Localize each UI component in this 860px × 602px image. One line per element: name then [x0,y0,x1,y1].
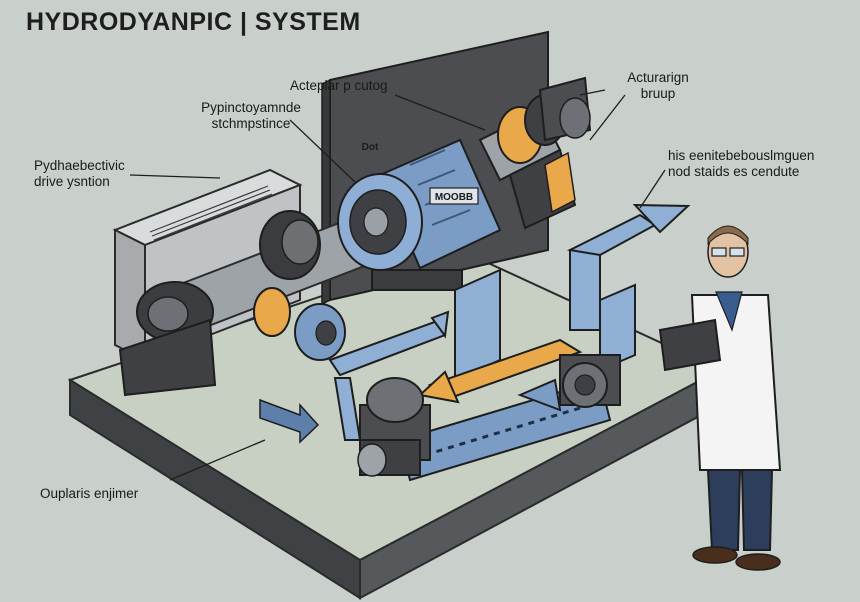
actuator-assembly [478,76,592,230]
label-flow-note-line1: his eenitebebouslmguen [668,148,815,163]
page-title: HYDRODYANPIC | SYSTEM [26,8,361,36]
main-motor: MOOBB Dot [337,138,502,291]
label-pump-assembly-line2: stchmpstince [211,116,291,131]
label-actuating-group: Acturarign bruup [618,70,698,102]
label-pump-assembly-line1: Pypinctoyamnde [201,100,301,115]
label-output-engine: Ouplaris enjimer [40,486,139,501]
label-actuating-group-line1: Acturarign [627,70,689,85]
gearbox-right [559,354,621,408]
motor-plate-tag: MOOBB [435,192,473,203]
main-shaft [118,213,382,397]
shaft-coupling [259,210,321,280]
leader-lines [129,89,666,481]
label-drive-system-line1: Pydhaebectivic [34,158,125,173]
label-drive-system: Pydhaebectivic drive ysntion [34,158,125,190]
amber-flow-arrow [417,338,583,404]
secondary-coupling [253,287,346,361]
label-actuating-group-line2: bruup [640,86,676,101]
engineer-figure [658,225,782,571]
gearbox-front [357,377,431,477]
hydraulic-flow-pipes [454,203,691,382]
label-flow-note-line2: nod staids es cendute [668,164,800,179]
panel-tag: Dot [362,142,379,153]
label-flow-note: his eenitebebouslmguen nod staids es cen… [668,148,814,180]
label-pump-assembly: Pypinctoyamnde stchmpstince [186,100,316,132]
label-drive-system-line2: drive ysntion [34,174,110,189]
platform-flow-arrow [259,398,320,444]
label-actuator-coupling: Actepiar p cutog [290,78,388,93]
